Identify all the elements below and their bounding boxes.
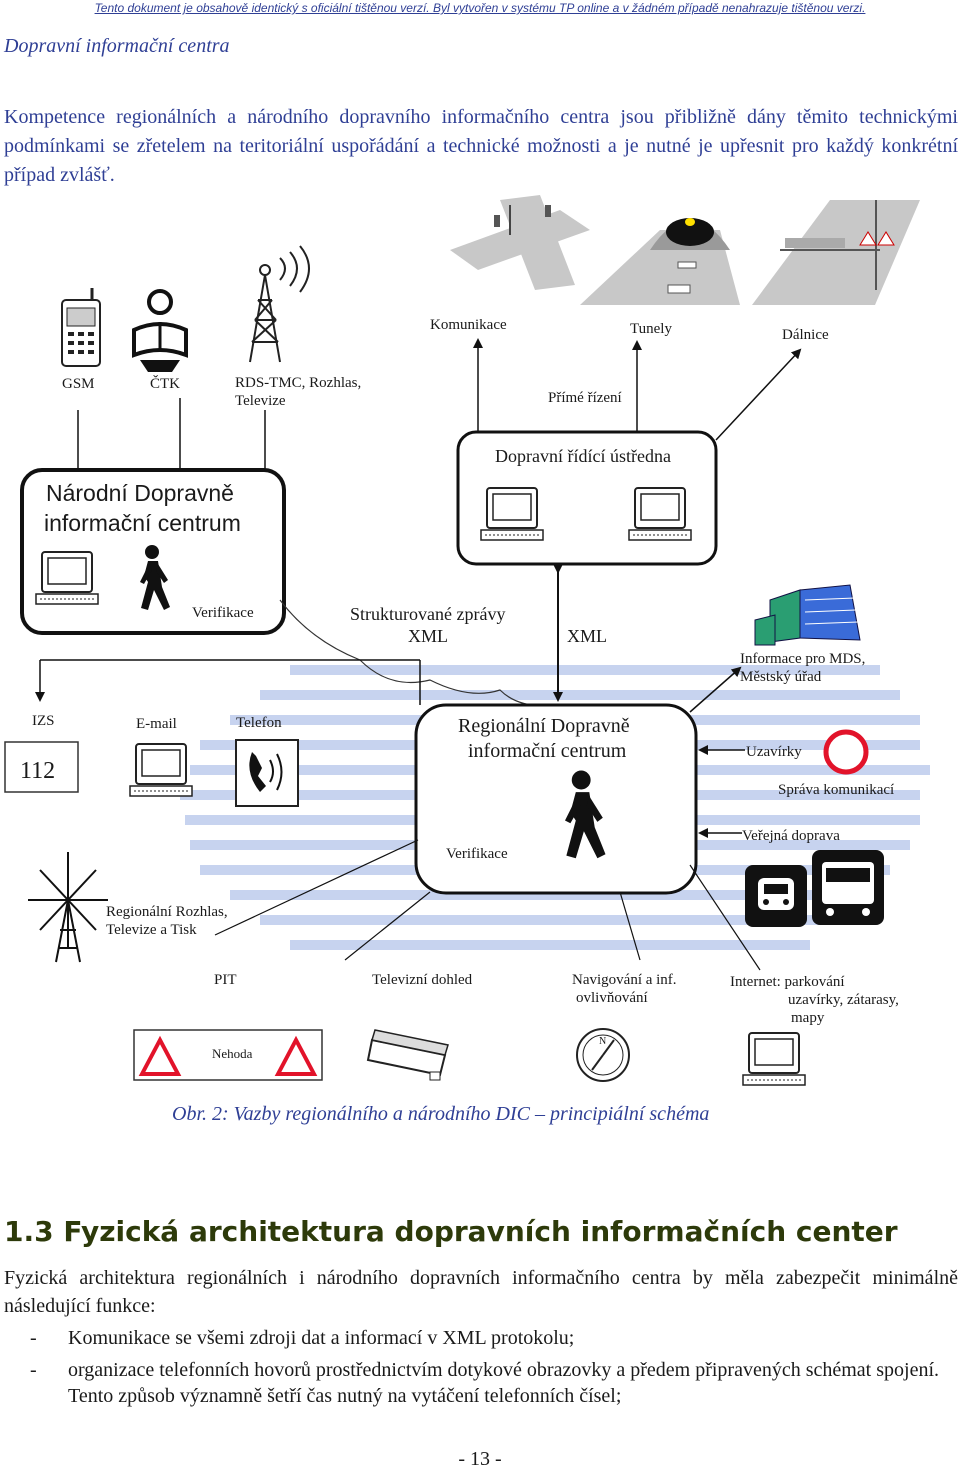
radio-tower-icon xyxy=(28,852,108,963)
list-dash: - xyxy=(30,1359,37,1381)
city-buildings-icon xyxy=(754,584,861,646)
label-rdic-2: informační centrum xyxy=(468,740,627,762)
label-gsm: GSM xyxy=(62,376,95,392)
list-item-text: Komunikace se všemi zdroji dat a informa… xyxy=(68,1327,575,1349)
label-mds-2: Městský úřad xyxy=(740,669,822,685)
accident-sign-panel xyxy=(133,1029,323,1081)
label-reg-rozhlas-2: Televize a Tisk xyxy=(106,922,197,938)
label-internet-2: uzavírky, zátarasy, xyxy=(788,992,899,1008)
body-paragraph: Fyzická architektura regionálních i náro… xyxy=(4,1267,958,1317)
label-komunikace: Komunikace xyxy=(430,317,507,333)
label-dohled: Televizní dohled xyxy=(372,972,473,988)
label-struct-1: Strukturované zprávy xyxy=(350,604,505,624)
label-sprava: Správa komunikací xyxy=(778,782,894,798)
label-nehoda: Nehoda xyxy=(212,1046,253,1061)
label-compass-n: N xyxy=(599,1036,606,1047)
label-rdic-1: Regionální Dopravně xyxy=(458,715,630,737)
list-dash: - xyxy=(30,1327,37,1349)
label-pit: PIT xyxy=(214,972,237,988)
label-ustredna: Dopravní řídící ústředna xyxy=(495,446,671,466)
label-ndic-2: informační centrum xyxy=(44,510,241,536)
figure-caption: Obr. 2: Vazby regionálního a národního D… xyxy=(172,1103,710,1125)
rds-tower-icon xyxy=(249,245,310,363)
no-entry-sign-icon xyxy=(823,729,869,775)
label-internet-3: mapy xyxy=(791,1010,825,1026)
computer-icon xyxy=(35,551,99,605)
section-heading: 1.3 Fyzická architektura dopravních info… xyxy=(4,1215,898,1248)
label-rds-1: RDS-TMC, Rozhlas, xyxy=(235,375,361,391)
emergency-112-box xyxy=(4,741,79,793)
bus-icon xyxy=(812,850,884,925)
dic-diagram: GSM ČTK RDS-TMC, Rozhlas, Televize xyxy=(4,195,930,1086)
label-reg-rozhlas-1: Regionální Rozhlas, xyxy=(106,904,228,920)
crossroad-illustration xyxy=(450,195,590,290)
telephone-icon xyxy=(235,739,299,807)
label-verejna: Veřejná doprava xyxy=(742,828,840,844)
compass-icon xyxy=(576,1028,630,1082)
computer-icon xyxy=(628,487,692,541)
label-prime-rizeni: Přímé řízení xyxy=(548,390,622,406)
computer-icon xyxy=(480,487,544,541)
list-item: - organizace telefonních hovorů prostředn… xyxy=(30,1357,950,1409)
list-item-text: organizace telefonních hovorů prostředni… xyxy=(68,1359,940,1407)
label-ctk: ČTK xyxy=(150,375,180,392)
label-xml: XML xyxy=(567,626,607,646)
label-verifikace-regional: Verifikace xyxy=(446,846,508,862)
label-telefon: Telefon xyxy=(236,715,282,731)
cloud-outline xyxy=(279,599,561,707)
page-number: - 13 - xyxy=(458,1448,502,1470)
computer-icon xyxy=(129,743,193,797)
ctk-reader-icon xyxy=(132,289,188,372)
label-dalnice: Dálnice xyxy=(782,327,829,343)
label-navig-1: Navigování a inf. xyxy=(572,972,677,988)
computer-icon xyxy=(742,1032,806,1086)
label-struct-2: XML xyxy=(408,626,448,646)
section-title: Dopravní informační centra xyxy=(4,35,230,57)
train-icon xyxy=(745,865,807,927)
tunnel-illustration xyxy=(580,218,740,305)
label-izs: IZS xyxy=(32,713,55,729)
label-navig-2: ovlivňování xyxy=(576,990,648,1006)
label-email: E-mail xyxy=(136,716,177,732)
list-item: - Komunikace se všemi zdroji dat a inform… xyxy=(30,1325,950,1351)
function-list: - Komunikace se všemi zdroji dat a inform… xyxy=(30,1325,950,1415)
cctv-camera-icon xyxy=(366,1029,449,1081)
label-112: 112 xyxy=(20,758,55,784)
label-rds-2: Televize xyxy=(235,393,286,409)
highway-illustration xyxy=(752,200,920,305)
label-internet-1: Internet: parkování xyxy=(730,974,845,990)
label-verifikace-national: Verifikace xyxy=(192,605,254,621)
label-mds-1: Informace pro MDS, xyxy=(740,651,865,667)
disclaimer-banner[interactable]: Tento dokument je obsahově identický s o… xyxy=(94,1,866,15)
gsm-phone-icon xyxy=(61,288,101,367)
label-ndic-1: Národní Dopravně xyxy=(46,480,234,506)
regional-dic-box xyxy=(414,703,698,895)
label-tunely: Tunely xyxy=(630,321,672,337)
intro-paragraph: Kompetence regionálních a národního dopr… xyxy=(4,106,958,186)
label-uzavirky: Uzavírky xyxy=(746,744,802,760)
